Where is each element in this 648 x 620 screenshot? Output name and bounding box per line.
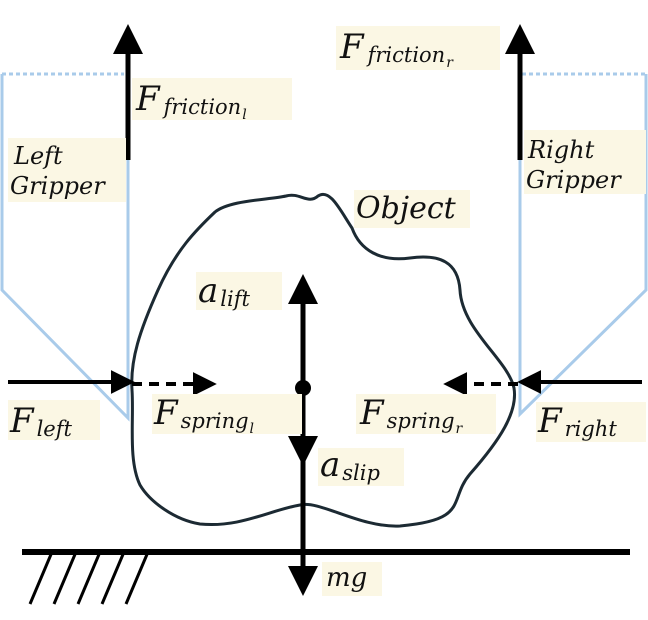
a-lift-label: alift: [198, 271, 250, 311]
left-gripper-label-line2: Gripper: [10, 172, 106, 200]
left-gripper-label-line1: Left: [13, 142, 63, 170]
object-label: Object: [356, 191, 457, 226]
right-gripper-label-line1: Right: [527, 136, 595, 164]
ground: [22, 549, 630, 605]
right-gripper-label-line2: Gripper: [526, 166, 622, 194]
center-of-mass: [295, 380, 311, 396]
right-gripper: [518, 72, 648, 418]
mg-label: mg: [326, 563, 367, 593]
a-slip-label: aslip: [320, 445, 380, 485]
object-outline: [130, 192, 517, 528]
left-gripper: [0, 72, 130, 422]
